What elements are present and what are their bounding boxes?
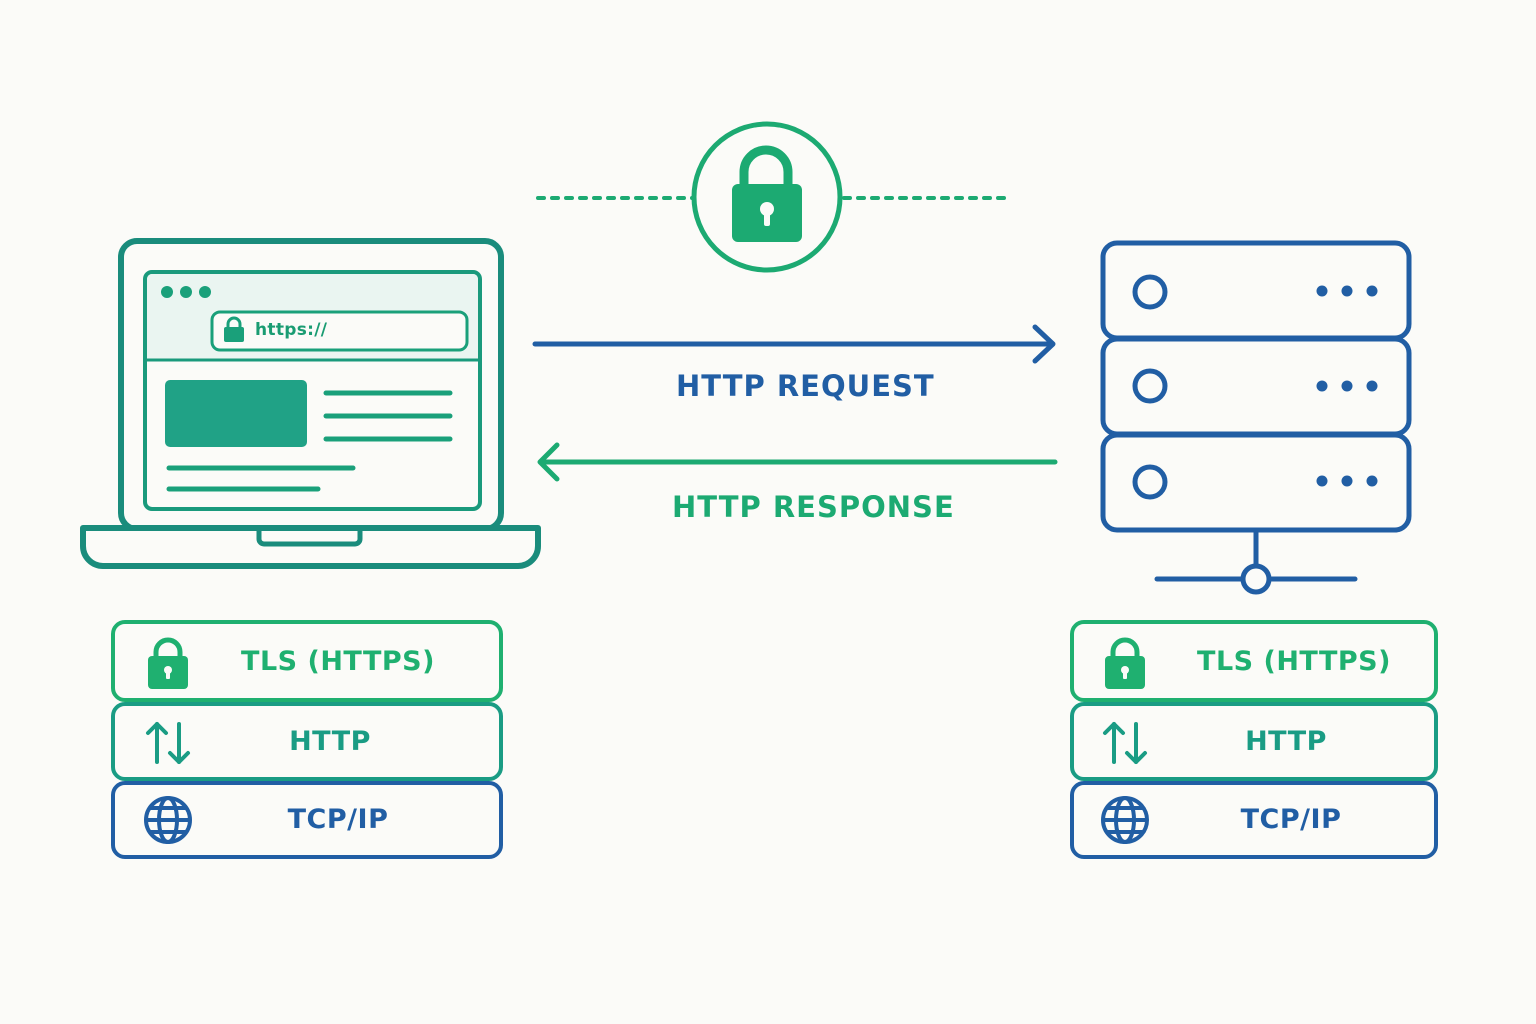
server-stack-tls-label: TLS (HTTPS) bbox=[1197, 646, 1391, 677]
stack-layer-http bbox=[1070, 702, 1438, 781]
client-stack-http-label: HTTP bbox=[289, 726, 371, 757]
stack-layer-tls bbox=[111, 620, 503, 702]
laptop-notch bbox=[256, 530, 363, 547]
up-down-arrows-icon bbox=[1103, 722, 1147, 764]
request-arrow bbox=[532, 324, 1056, 364]
server-unit bbox=[1100, 240, 1412, 341]
globe-icon bbox=[144, 796, 192, 844]
stack-layer-tcpip bbox=[111, 781, 503, 859]
client-stack-tls-label: TLS (HTTPS) bbox=[241, 646, 435, 677]
server-rack bbox=[1100, 240, 1412, 595]
response-arrow bbox=[537, 442, 1058, 482]
server-unit bbox=[1100, 336, 1412, 437]
http-response-label: HTTP RESPONSE bbox=[672, 490, 955, 524]
globe-icon bbox=[1101, 796, 1149, 844]
address-bar bbox=[210, 310, 469, 352]
client-stack-tcpip-label: TCP/IP bbox=[287, 804, 389, 835]
server-unit bbox=[1100, 432, 1412, 533]
client-laptop bbox=[80, 238, 541, 569]
client-protocol-stack bbox=[111, 620, 503, 859]
padlock-icon bbox=[1105, 637, 1145, 689]
network-connector bbox=[1154, 532, 1358, 595]
stack-layer-tcpip bbox=[1070, 781, 1438, 859]
stack-layer-tls bbox=[1070, 620, 1438, 702]
window-dots bbox=[161, 286, 211, 298]
laptop-base bbox=[80, 525, 541, 569]
address-bar-lock-icon bbox=[224, 316, 244, 342]
content-image-block bbox=[165, 380, 307, 447]
stack-layer-http bbox=[111, 702, 503, 781]
secure-channel bbox=[536, 121, 1008, 273]
http-request-label: HTTP REQUEST bbox=[676, 369, 935, 403]
padlock-icon bbox=[148, 637, 188, 689]
server-stack-http-label: HTTP bbox=[1245, 726, 1327, 757]
up-down-arrows-icon bbox=[146, 722, 190, 764]
server-stack-tcpip-label: TCP/IP bbox=[1240, 804, 1342, 835]
padlock-icon bbox=[732, 145, 802, 242]
server-protocol-stack bbox=[1070, 620, 1438, 859]
browser-url-text: https:// bbox=[255, 320, 328, 340]
content-text-lines bbox=[166, 390, 453, 492]
